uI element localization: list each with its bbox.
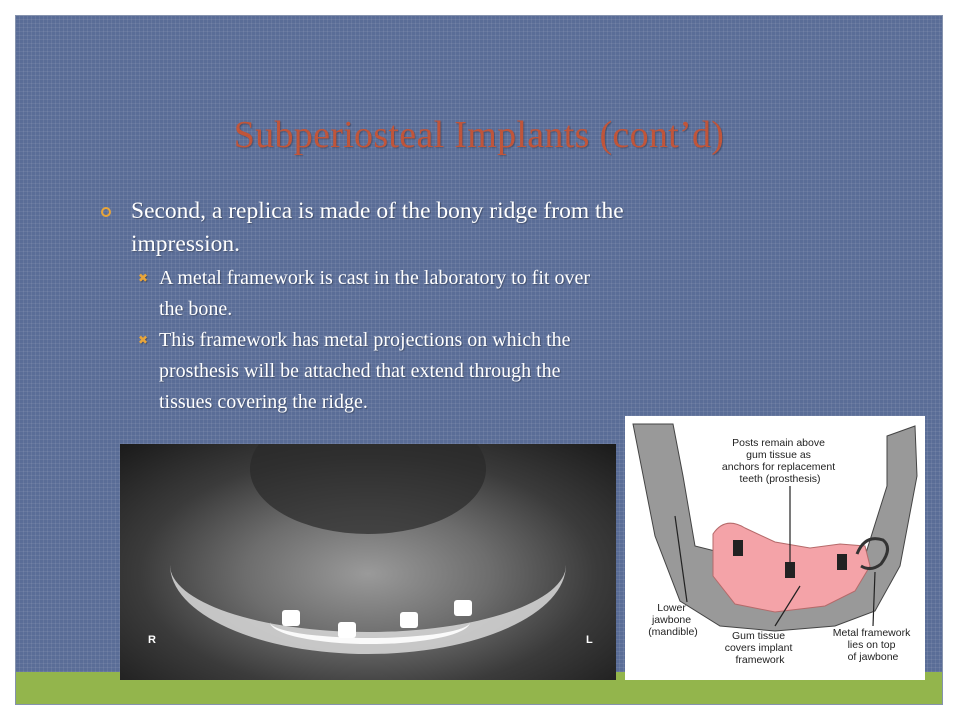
xray-implant-framework (270, 622, 470, 644)
sub-bullet-text-line: prosthesis will be attached that extend … (159, 360, 561, 382)
bullet-level2: ✖ This framework has metal projections o… (95, 325, 815, 418)
xray-label-right: R (148, 634, 156, 646)
leader-line (674, 515, 688, 603)
diagram-label-jawbone: Lower jawbone (mandible) (648, 602, 698, 638)
slide-title: Subperiosteal Implants (cont’d) (233, 114, 725, 156)
cross-bullet-icon: ✖ (138, 333, 149, 347)
implant-post-shape (733, 540, 743, 556)
diagram-label-gum: Gum tissue covers implant framework (725, 630, 796, 666)
xray-implant-post (338, 622, 356, 638)
xray-label-left: L (586, 634, 593, 646)
implant-post-shape (785, 562, 795, 578)
xray-skull-shadow (250, 444, 486, 534)
diagram-label-posts: Posts remain above gum tissue as anchors… (722, 437, 838, 485)
sub-bullet-text-line: tissues covering the ridge. (159, 391, 368, 413)
implant-diagram: Posts remain above gum tissue as anchors… (625, 416, 925, 680)
sub-bullet-text-line: the bone. (159, 298, 233, 320)
bullet-text-line: impression. (131, 231, 241, 257)
xray-implant-post (282, 610, 300, 626)
slide-background: Subperiosteal Implants (cont’d) Second, … (15, 15, 943, 705)
slide-body: Second, a replica is made of the bony ri… (95, 195, 815, 418)
xray-implant-post (400, 612, 418, 628)
cross-bullet-icon: ✖ (138, 271, 149, 285)
sub-bullet-text-line: A metal framework is cast in the laborat… (159, 267, 590, 289)
diagram-label-framework: Metal framework lies on top of jawbone (833, 627, 914, 663)
leader-line (872, 571, 876, 627)
sub-bullet-text-line: This framework has metal projections on … (159, 329, 571, 351)
jaw-diagram-svg: Posts remain above gum tissue as anchors… (632, 423, 918, 666)
metal-framework-shape (855, 537, 889, 571)
bullet-text-line: Second, a replica is made of the bony ri… (131, 198, 624, 224)
bullet-level2: ✖ A metal framework is cast in the labor… (95, 263, 815, 325)
bullet-level1: Second, a replica is made of the bony ri… (95, 195, 815, 261)
xray-implant-post (454, 600, 472, 616)
panoramic-xray-image: R L (120, 444, 616, 680)
circle-bullet-icon (101, 207, 111, 217)
leader-line (774, 585, 801, 627)
implant-post-shape (837, 554, 847, 570)
